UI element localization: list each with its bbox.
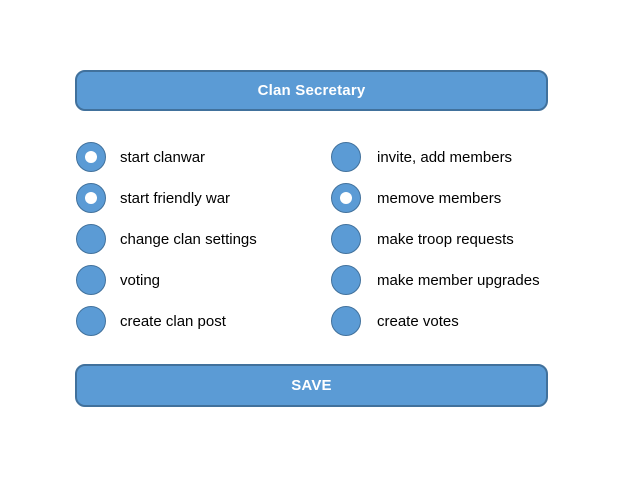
radio-hole bbox=[85, 151, 97, 163]
permissions-grid: start clanwar invite, add members start … bbox=[76, 142, 596, 336]
radio-hole bbox=[340, 192, 352, 204]
permission-item-voting: voting bbox=[76, 265, 331, 295]
radio-toggle-icon[interactable] bbox=[331, 183, 361, 213]
permission-item-start-friendly-war: start friendly war bbox=[76, 183, 331, 213]
permission-label: make troop requests bbox=[377, 230, 514, 248]
radio-toggle-icon[interactable] bbox=[76, 306, 106, 336]
save-button-label: SAVE bbox=[291, 377, 332, 394]
permission-label: change clan settings bbox=[120, 230, 257, 248]
permission-row: voting make member upgrades bbox=[76, 265, 596, 295]
permission-item-memove-members: memove members bbox=[331, 183, 596, 213]
radio-toggle-icon[interactable] bbox=[76, 224, 106, 254]
permission-label: start clanwar bbox=[120, 148, 206, 166]
permission-label: voting bbox=[120, 271, 161, 289]
permission-label: create clan post bbox=[120, 312, 226, 330]
permission-label: memove members bbox=[377, 189, 502, 207]
radio-toggle-icon[interactable] bbox=[331, 265, 361, 295]
radio-toggle-icon[interactable] bbox=[76, 183, 106, 213]
header-button-clan-secretary[interactable]: Clan Secretary bbox=[75, 70, 548, 111]
radio-toggle-icon[interactable] bbox=[76, 265, 106, 295]
permission-item-start-clanwar: start clanwar bbox=[76, 142, 331, 172]
permission-label: start friendly war bbox=[120, 189, 231, 207]
permission-row: start clanwar invite, add members bbox=[76, 142, 596, 172]
radio-toggle-icon[interactable] bbox=[331, 224, 361, 254]
radio-hole bbox=[85, 192, 97, 204]
radio-toggle-icon[interactable] bbox=[76, 142, 106, 172]
permission-item-invite-add-members: invite, add members bbox=[331, 142, 596, 172]
permission-item-create-votes: create votes bbox=[331, 306, 596, 336]
permission-label: invite, add members bbox=[377, 148, 513, 166]
permission-row: create clan post create votes bbox=[76, 306, 596, 336]
permission-item-make-member-upgrades: make member upgrades bbox=[331, 265, 596, 295]
permission-row: change clan settings make troop requests bbox=[76, 224, 596, 254]
save-button[interactable]: SAVE bbox=[75, 364, 548, 407]
permission-label: make member upgrades bbox=[377, 271, 540, 289]
permission-item-create-clan-post: create clan post bbox=[76, 306, 331, 336]
panel-title: Clan Secretary bbox=[257, 82, 366, 99]
permission-item-make-troop-requests: make troop requests bbox=[331, 224, 596, 254]
permission-label: create votes bbox=[377, 312, 459, 330]
radio-toggle-icon[interactable] bbox=[331, 306, 361, 336]
permission-item-change-clan-settings: change clan settings bbox=[76, 224, 331, 254]
radio-toggle-icon[interactable] bbox=[331, 142, 361, 172]
permission-row: start friendly war memove members bbox=[76, 183, 596, 213]
